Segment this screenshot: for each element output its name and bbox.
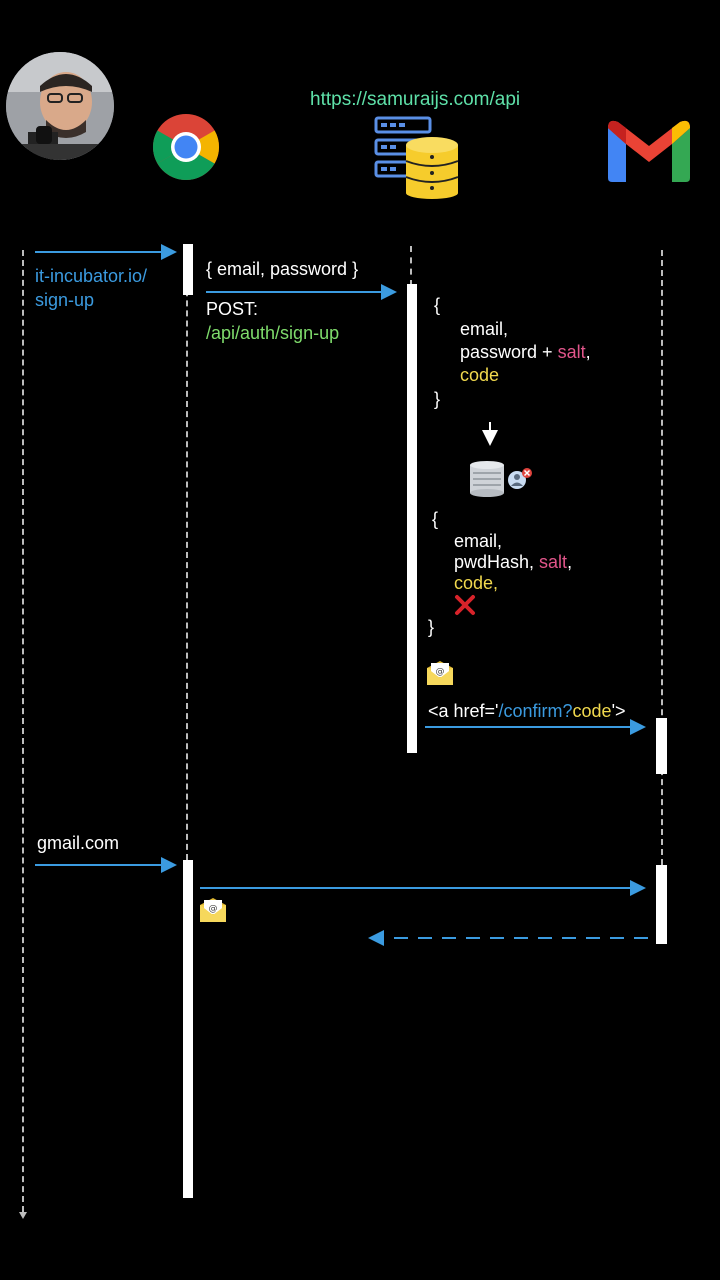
input-obj-salt: salt — [557, 342, 586, 362]
gmail-site-label: gmail.com — [37, 833, 120, 853]
cross-icon — [454, 594, 476, 616]
lifeline-user-arrowhead — [19, 1212, 27, 1219]
signup-url-line1: it-incubator.io/ — [35, 266, 148, 286]
signup-url-line2: sign-up — [35, 290, 95, 310]
stored-obj-hash-line: pwdHash, salt, — [454, 551, 572, 574]
database-icon — [469, 460, 505, 498]
input-obj-code: code — [460, 365, 500, 385]
server-activation — [407, 284, 417, 753]
confirm-link-code: code — [572, 701, 612, 721]
gmail-icon — [608, 118, 690, 182]
stored-obj-close: } — [428, 617, 435, 637]
confirm-link-prefix: <a href=' — [428, 701, 499, 721]
svg-text:@: @ — [436, 667, 445, 677]
lifeline-user — [22, 250, 24, 1212]
input-obj-close: } — [434, 389, 441, 409]
confirm-link-path: /confirm? — [498, 701, 573, 721]
confirm-link: <a href='/confirm?code'> — [428, 700, 626, 723]
browser-activation-2 — [183, 860, 193, 1198]
stored-obj-open: { — [432, 509, 439, 529]
lifeline-server — [410, 246, 412, 286]
server-database-icon — [374, 115, 460, 199]
request-method: POST: — [206, 299, 259, 319]
lifeline-mail — [661, 250, 663, 865]
api-url: https://samuraijs.com/api — [310, 89, 521, 110]
stored-obj-salt: salt — [539, 552, 568, 572]
input-obj-password: password + — [460, 342, 558, 362]
mail-activation-2 — [656, 865, 667, 944]
browser-activation-1 — [183, 244, 193, 295]
lifeline-browser — [186, 250, 188, 860]
stored-obj-email: email, — [454, 531, 503, 551]
confirm-link-suffix: '> — [611, 701, 626, 721]
request-endpoint: /api/auth/sign-up — [206, 323, 340, 343]
svg-text:@: @ — [209, 904, 218, 914]
email-envelope-icon: @ — [199, 897, 227, 923]
input-obj-email: email, — [460, 319, 509, 339]
input-obj-password-line: password + salt, — [460, 341, 591, 364]
chrome-icon — [152, 113, 220, 181]
input-obj-comma: , — [585, 342, 591, 362]
user-remove-icon — [507, 467, 533, 491]
request-payload: { email, password } — [206, 259, 359, 279]
input-obj-open: { — [434, 295, 441, 315]
mail-activation-1 — [656, 718, 667, 774]
stored-obj-comma: , — [567, 552, 573, 572]
stored-obj-code: code, — [454, 573, 499, 593]
stored-obj-pwdhash: pwdHash, — [454, 552, 540, 572]
email-envelope-icon: @ — [426, 660, 454, 686]
